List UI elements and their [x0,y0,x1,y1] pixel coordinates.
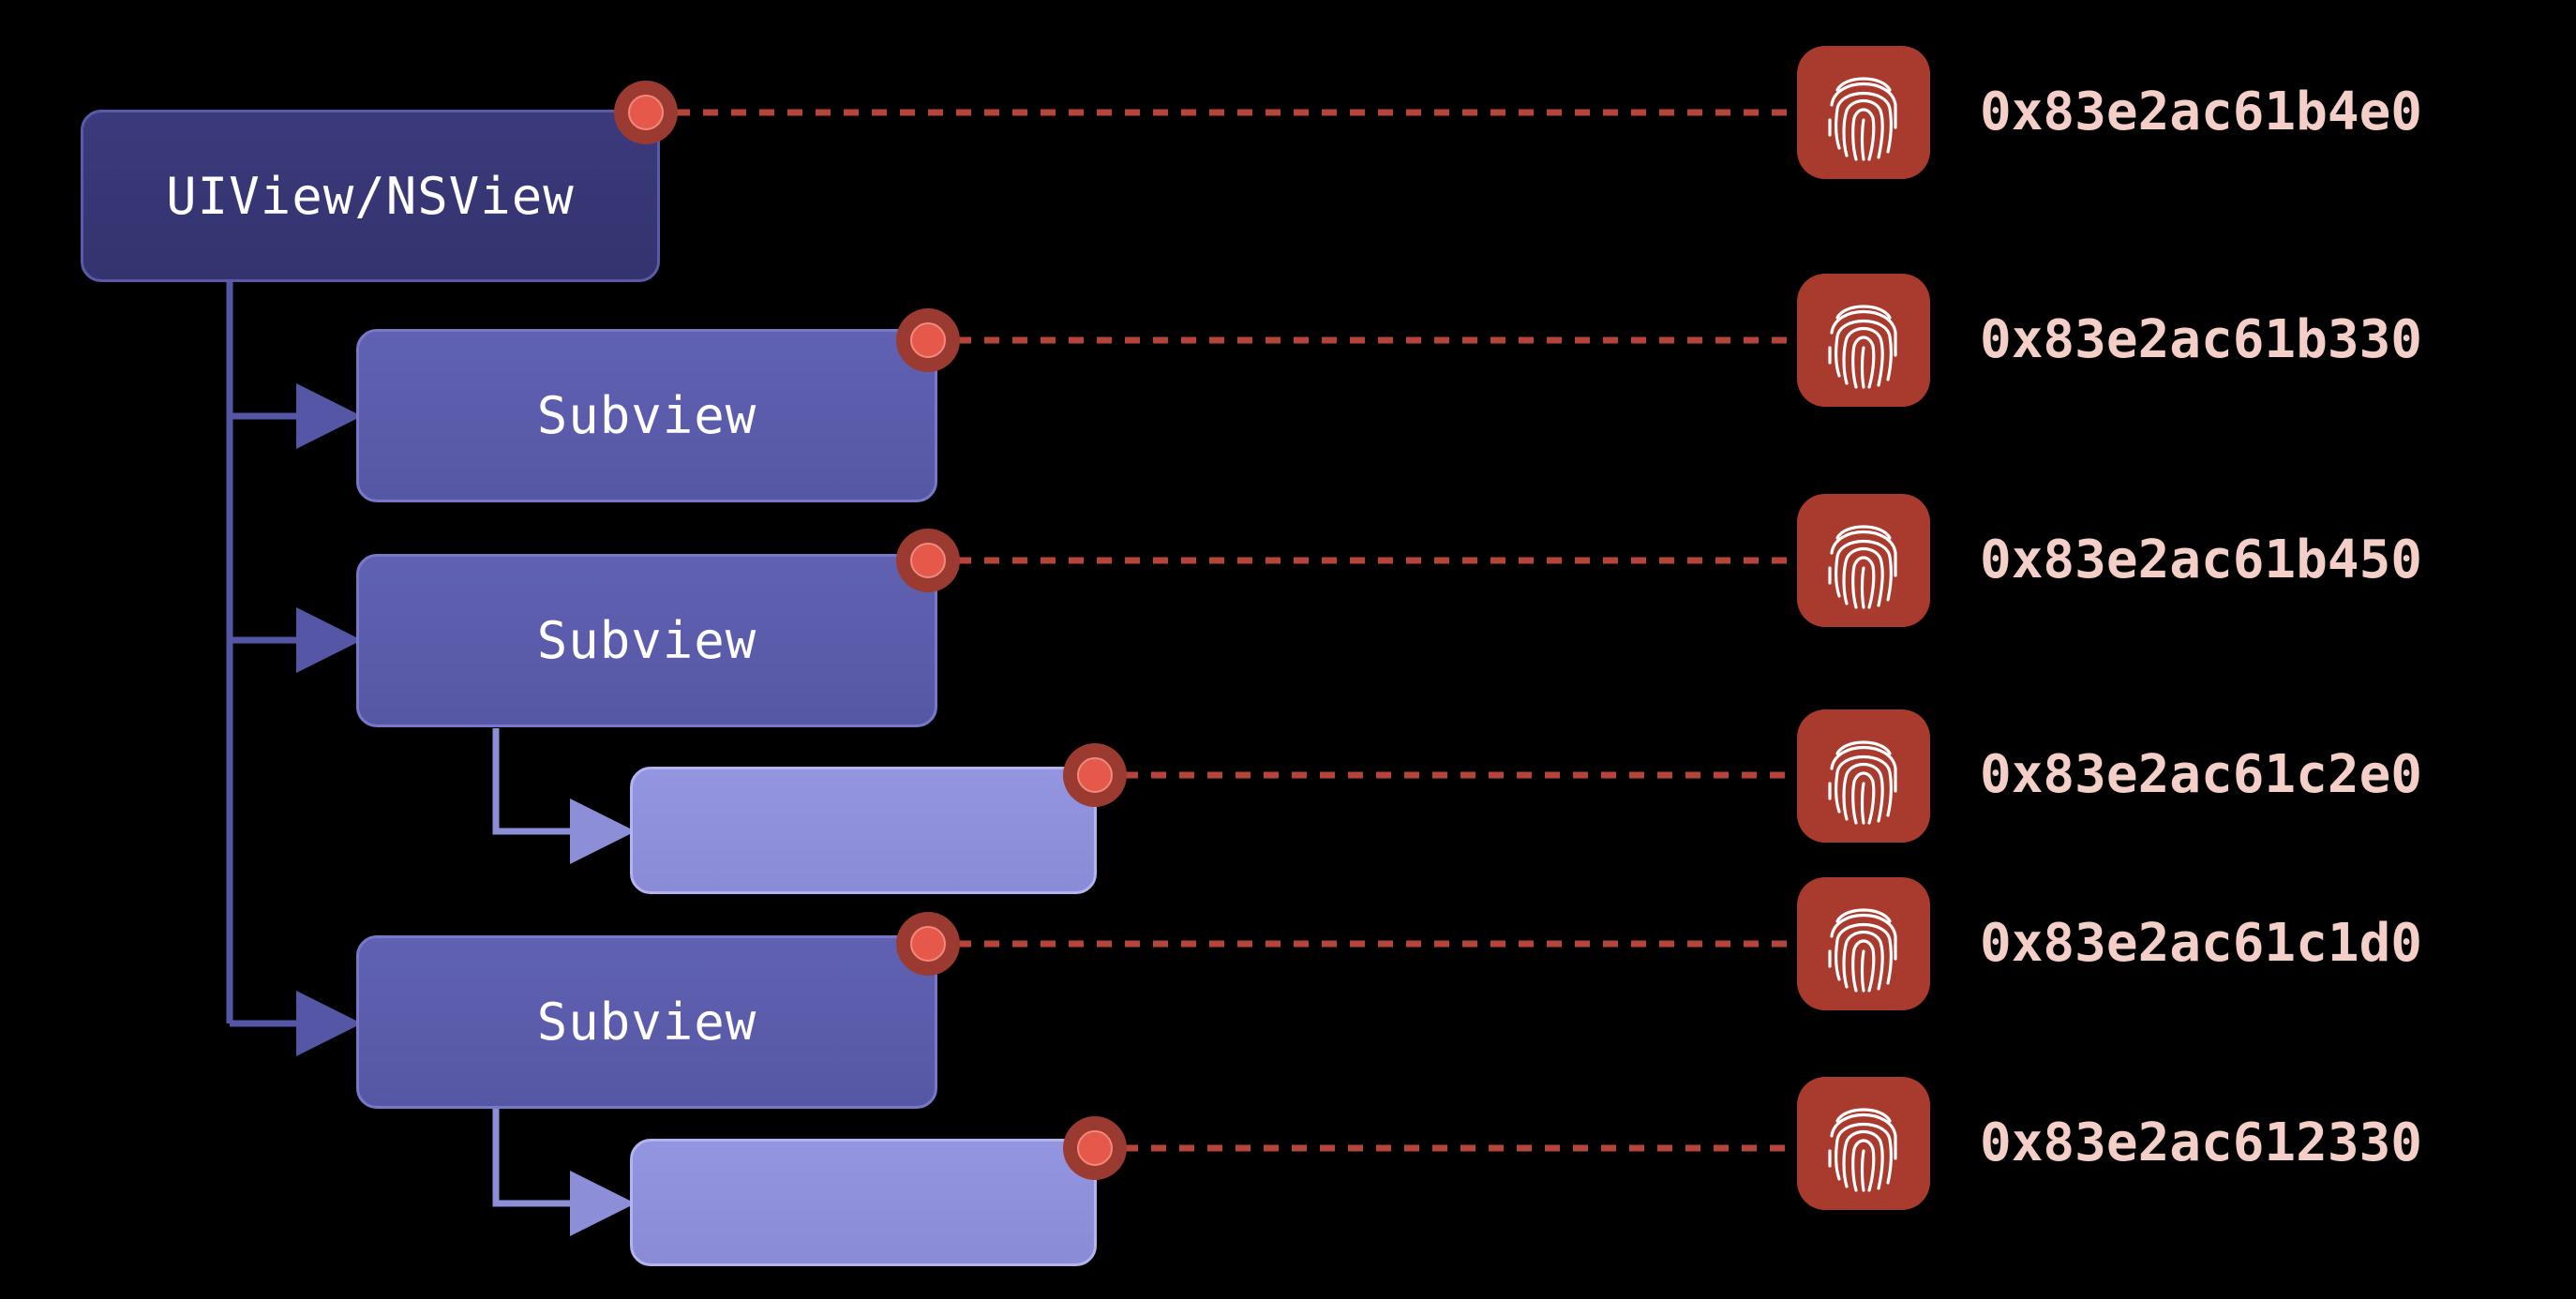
memory-address: 0x83e2ac61c2e0 [1980,744,2423,805]
fingerprint-icon [1828,1108,1897,1192]
fingerprint-tile [1797,709,1930,843]
root-view-node: UIView/NSView [81,110,660,282]
fingerprint-tile [1797,274,1930,407]
pin-dot-icon [1063,1116,1127,1180]
tree-child-elbow [492,1109,636,1236]
fingerprint-tile [1797,494,1930,627]
memory-address: 0x83e2ac61b4e0 [1980,82,2423,142]
pin-dot-icon [614,81,678,144]
fingerprint-tile [1797,877,1930,1010]
child-view-node [630,1139,1097,1266]
memory-address: 0x83e2ac61b330 [1980,309,2423,370]
fingerprint-icon [1828,740,1897,825]
subview-label: Subview [536,611,757,670]
subview-node: Subview [356,554,937,727]
memory-address: 0x83e2ac61b450 [1980,530,2423,590]
pin-dot-icon [896,308,960,372]
fingerprint-icon [1828,908,1897,993]
fingerprint-icon [1828,77,1897,161]
fingerprint-icon [1828,525,1897,609]
subview-node: Subview [356,935,937,1109]
memory-address: 0x83e2ac61c1d0 [1980,913,2423,974]
fingerprint-tile [1797,1077,1930,1210]
pin-dot-icon [896,912,960,976]
root-view-label: UIView/NSView [166,166,575,226]
fingerprint-tile [1797,46,1930,179]
fingerprint-icon [1828,305,1897,389]
subview-node: Subview [356,329,937,502]
pin-dot-icon [896,529,960,592]
memory-address: 0x83e2ac612330 [1980,1112,2423,1173]
pin-dot-icon [1063,743,1127,807]
subview-label: Subview [536,993,757,1052]
child-view-node [630,767,1097,894]
tree-child-elbow [492,728,636,864]
subview-label: Subview [536,386,757,445]
